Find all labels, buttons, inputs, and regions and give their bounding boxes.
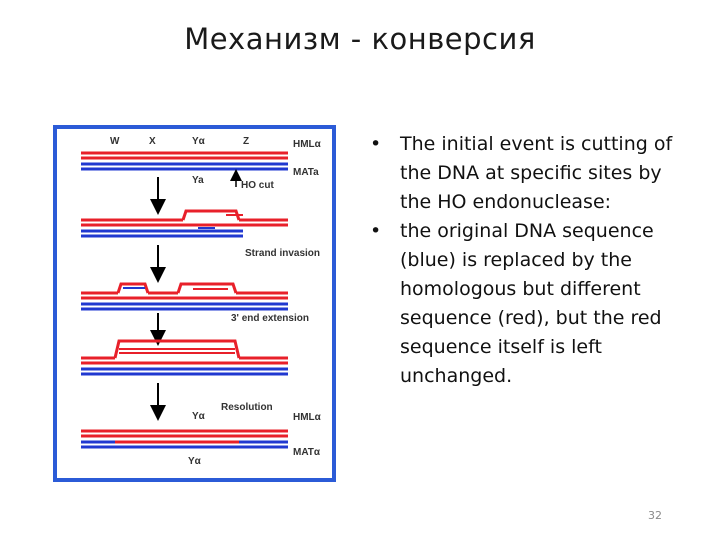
bullet-symbol: • xyxy=(370,220,382,242)
bullet-text: the original DNA sequence (blue) is repl… xyxy=(400,220,662,387)
slide-title: Механизм - конверсия xyxy=(184,22,536,56)
stage-double-invasion xyxy=(81,282,288,311)
bullet-symbol: • xyxy=(370,133,382,155)
stage-strand-invasion xyxy=(81,209,288,238)
label-hml-bottom: HMLα xyxy=(293,412,322,423)
gene-conversion-diagram: W X Yα Z HMLα Ya HO cut MATa Strand inva… xyxy=(53,125,336,482)
label-y-alpha-mid: Yα xyxy=(192,411,206,422)
label-resolution: Resolution xyxy=(221,402,273,413)
label-y-alpha-top: Yα xyxy=(192,136,206,147)
label-x: X xyxy=(149,136,156,147)
label-w: W xyxy=(110,136,120,147)
stage-resolved xyxy=(81,429,288,449)
label-mat-alpha: MATα xyxy=(293,447,321,458)
label-ho-cut: HO cut xyxy=(241,180,274,191)
label-strand-invasion: Strand invasion xyxy=(245,248,320,259)
stage-initial xyxy=(81,151,288,171)
label-y-alpha-bottom: Yα xyxy=(188,456,202,467)
label-z: Z xyxy=(243,136,249,147)
bullet-item: • the original DNA sequence (blue) is re… xyxy=(368,217,698,391)
bullet-item: • The initial event is cutting of the DN… xyxy=(368,130,698,217)
bullet-list: • The initial event is cutting of the DN… xyxy=(368,130,698,391)
label-ya: Ya xyxy=(192,175,204,186)
bullet-text: The initial event is cutting of the DNA … xyxy=(400,133,673,213)
label-hml-top: HMLα xyxy=(293,139,322,150)
label-end-extension: 3' end extension xyxy=(231,313,309,324)
label-mata: MATa xyxy=(293,167,319,178)
slide-number: 32 xyxy=(648,509,662,522)
stage-end-extension xyxy=(81,339,288,376)
